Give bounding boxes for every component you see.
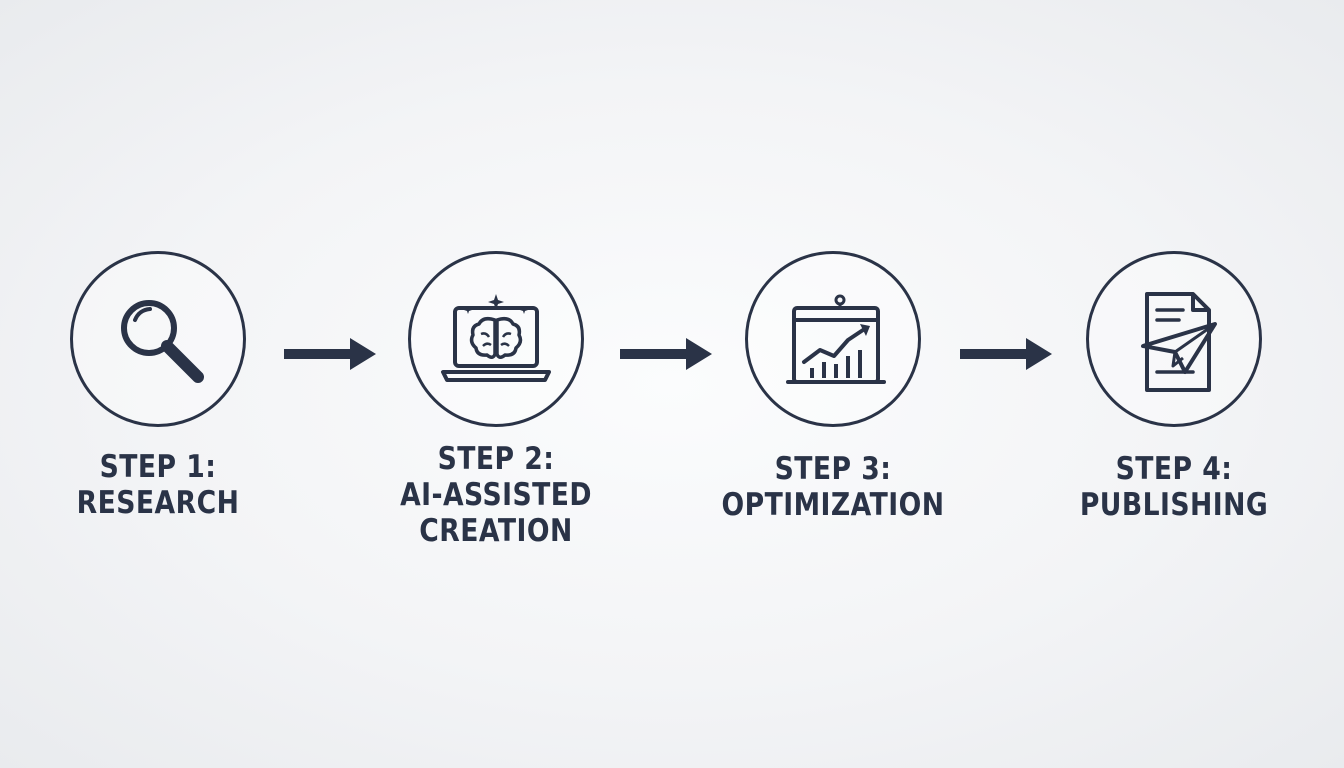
arrow-right-icon (960, 336, 1054, 372)
step-1-label: STEP 1: RESEARCH (46, 449, 270, 521)
step-3-label: STEP 3: OPTIMIZATION (721, 451, 945, 523)
step-2-label-line: STEP 2: (437, 441, 555, 477)
laptop-brain-icon (441, 294, 551, 382)
step-4-label-line: STEP 4: (1115, 451, 1233, 487)
arrow-right-icon (284, 336, 378, 372)
step-1-label-line: RESEARCH (76, 485, 240, 521)
step-4-label: STEP 4: PUBLISHING (1062, 451, 1286, 523)
step-3-label-line: STEP 3: (774, 451, 892, 487)
magnifying-glass-icon (121, 300, 204, 383)
arrow-right-icon (620, 336, 714, 372)
step-2-label: STEP 2: AI-ASSISTED CREATION (384, 441, 608, 549)
document-paper-plane-icon (1141, 292, 1217, 392)
step-4-circle (1086, 251, 1262, 427)
step-3-circle (745, 251, 921, 427)
step-2-circle (408, 251, 584, 427)
step-3-label-line: OPTIMIZATION (721, 487, 945, 523)
step-4-label-line: PUBLISHING (1079, 487, 1269, 523)
step-2-label-line: CREATION (419, 513, 573, 549)
growth-chart-board-icon (786, 294, 886, 384)
step-1-circle (70, 251, 246, 427)
step-2-label-line: AI-ASSISTED (400, 477, 592, 513)
step-1-label-line: STEP 1: (99, 449, 217, 485)
